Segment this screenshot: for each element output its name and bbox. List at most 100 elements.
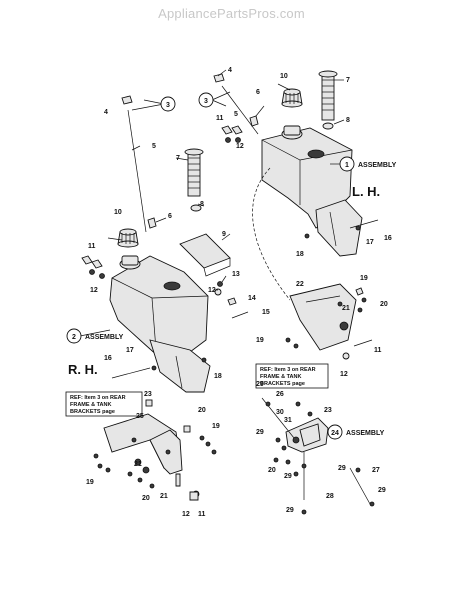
callout-6b: 6	[168, 213, 172, 220]
assembly-number-24: 24	[331, 430, 339, 437]
callout-20: 20	[380, 301, 388, 308]
callout-25: 25	[136, 413, 144, 420]
callout-12c: 12	[208, 287, 216, 294]
nut-18-left[interactable]	[201, 357, 207, 363]
callout-13: 13	[232, 271, 240, 278]
callout-31: 31	[284, 417, 292, 424]
callout-20c: 20	[142, 495, 150, 502]
side-label-rh: R. H.	[68, 362, 98, 377]
callout-16: 16	[384, 235, 392, 242]
assembly-circle-3-left[interactable]	[160, 96, 176, 112]
assembly-number-2: 2	[72, 334, 76, 341]
svg-text:BRACKETS page: BRACKETS page	[70, 409, 115, 415]
callout-29c: 29	[284, 473, 292, 480]
callout-4: 4	[104, 109, 108, 116]
screw-14[interactable]	[227, 297, 237, 306]
fitting-6-left[interactable]	[147, 217, 157, 229]
washer-17-top[interactable]	[355, 225, 361, 231]
callout-12d: 12	[340, 371, 348, 378]
callout-29e: 29	[378, 487, 386, 494]
callout-23b: 23	[324, 407, 332, 414]
fitting-6-top[interactable]	[249, 115, 259, 127]
callout-14: 14	[248, 295, 256, 302]
bolt-16-left[interactable]	[111, 367, 151, 379]
callout-labels: 4 4 5 5 6 6 7 7 8 8 9 10 10 11 11 11 11 …	[86, 67, 392, 518]
fasteners-lower-left[interactable]	[93, 399, 217, 501]
assembly-label-2: ASSEMBLY	[85, 334, 124, 341]
assembly-circle-2[interactable]	[66, 328, 82, 344]
svg-text:FRAME & TANK: FRAME & TANK	[260, 374, 301, 380]
assembly-label-24: ASSEMBLY	[346, 430, 385, 437]
callout-29b: 29	[256, 429, 264, 436]
screws-11-left[interactable]	[81, 255, 105, 279]
vent-cap-4-left[interactable]	[121, 95, 133, 105]
callout-21: 21	[342, 305, 350, 312]
callout-5b: 5	[234, 111, 238, 118]
tank-bracket-22[interactable]	[289, 283, 357, 351]
reference-box-right: REF: Item 3 on REAR FRAME & TANK BRACKET…	[255, 363, 329, 389]
rh-fuel-tank[interactable]	[109, 255, 211, 393]
callout-12b: 12	[90, 287, 98, 294]
callout-21c: 21	[160, 493, 168, 500]
callout-4b: 4	[228, 67, 232, 74]
callout-21b: 21	[134, 461, 142, 468]
svg-text:FRAME & TANK: FRAME & TANK	[70, 402, 111, 408]
callout-20b: 20	[198, 407, 206, 414]
nut-18-top[interactable]	[304, 233, 310, 239]
lh-fuel-tank[interactable]	[261, 125, 363, 257]
bracket-9[interactable]	[179, 233, 231, 277]
callout-18b: 18	[214, 373, 222, 380]
bolt-16-top[interactable]	[349, 219, 379, 229]
assembly-circle-1[interactable]	[339, 156, 355, 172]
gas-cap-10-top[interactable]	[281, 88, 303, 108]
callout-12e: 12	[182, 511, 190, 518]
assembly-number-3a: 3	[166, 102, 170, 109]
assembly-circle-24[interactable]	[327, 424, 343, 440]
callout-19c: 19	[212, 423, 220, 430]
svg-text:REF: Item 3 on REAR: REF: Item 3 on REAR	[70, 395, 126, 401]
svg-text:BRACKETS page: BRACKETS page	[260, 381, 305, 387]
callout-16b: 16	[104, 355, 112, 362]
screws-11-top[interactable]	[221, 125, 243, 143]
callout-28: 28	[326, 493, 334, 500]
filter-7-left[interactable]	[184, 148, 204, 197]
callout-19: 19	[360, 275, 368, 282]
washer-12-right[interactable]	[342, 352, 350, 360]
callout-8: 8	[346, 117, 350, 124]
assembly-circle-3-right[interactable]	[198, 92, 214, 108]
filter-7-top[interactable]	[318, 70, 338, 121]
side-label-lh: L. H.	[352, 184, 380, 199]
lower-right-bracket[interactable]	[261, 397, 375, 515]
callout-11b: 11	[88, 243, 96, 250]
callout-19d: 19	[86, 479, 94, 486]
callout-27: 27	[372, 467, 380, 474]
callout-18: 18	[296, 251, 304, 258]
washer-12-left[interactable]	[214, 288, 222, 296]
callout-26: 26	[276, 391, 284, 398]
callout-12: 12	[236, 143, 244, 150]
callout-11c: 11	[374, 347, 382, 354]
svg-text:REF: Item 3 on REAR: REF: Item 3 on REAR	[260, 367, 316, 373]
callout-30: 30	[276, 409, 284, 416]
lower-left-bracket[interactable]	[103, 413, 183, 475]
callout-11d: 11	[198, 511, 206, 518]
washer-17-left[interactable]	[151, 365, 157, 371]
gas-cap-10-left[interactable]	[117, 228, 139, 248]
vent-tube-left[interactable]	[127, 109, 147, 233]
callout-15: 15	[262, 309, 270, 316]
assembly-number-1: 1	[345, 162, 349, 169]
reference-box-left: REF: Item 3 on REAR FRAME & TANK BRACKET…	[65, 391, 143, 417]
screws-19-right[interactable]	[285, 287, 367, 349]
assembly-label-1: ASSEMBLY	[358, 162, 397, 169]
callout-29d: 29	[338, 465, 346, 472]
grommet-8-left[interactable]	[190, 204, 202, 212]
screw-11-right[interactable]	[353, 339, 373, 347]
screw-15[interactable]	[231, 311, 249, 319]
callout-17b: 17	[126, 347, 134, 354]
callout-22: 22	[296, 281, 304, 288]
grommet-8-top[interactable]	[322, 122, 334, 130]
callout-10: 10	[280, 73, 288, 80]
watermark-text: AppliancePartsPros.com	[158, 6, 305, 21]
nut-13[interactable]	[217, 281, 223, 287]
